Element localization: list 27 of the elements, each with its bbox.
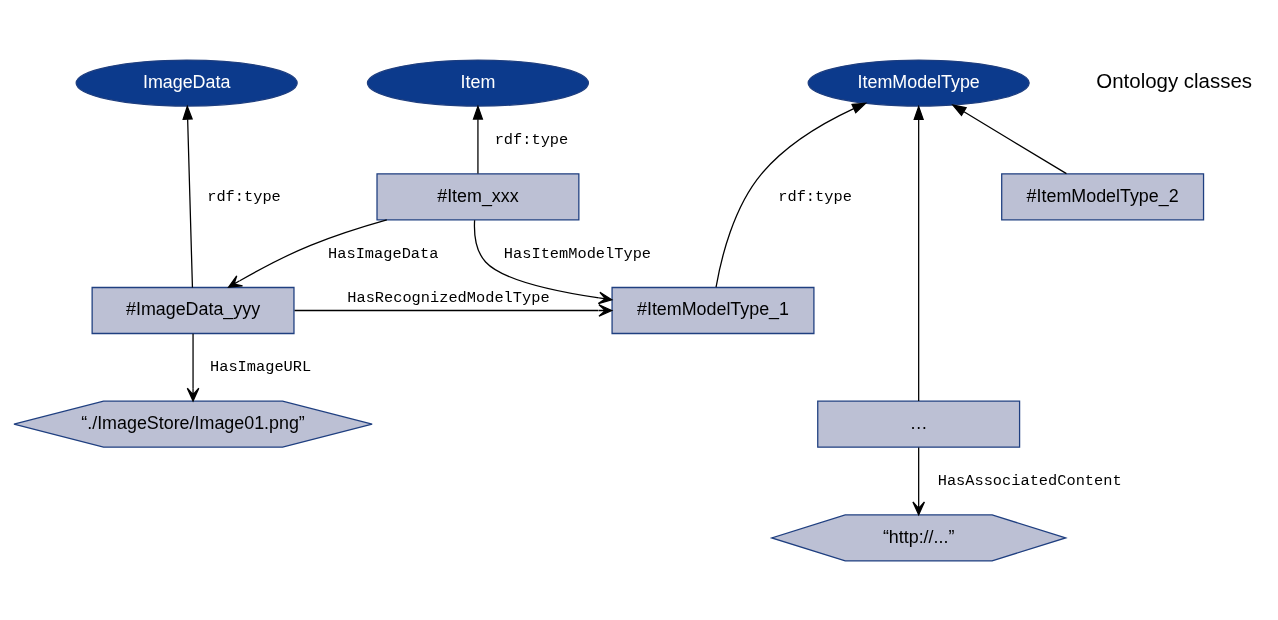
edge-label: rdf:type bbox=[494, 130, 569, 149]
edge-label: HasRecognizedModelType bbox=[347, 288, 550, 307]
arrow bbox=[473, 219, 613, 304]
edge-label: rdf:type bbox=[778, 187, 852, 206]
node-ellipse: Item bbox=[366, 58, 590, 107]
arrow bbox=[186, 332, 200, 402]
node-ellipse: ImageData bbox=[75, 58, 298, 107]
node-box: … bbox=[817, 400, 1021, 448]
label: Ontology classes bbox=[1096, 68, 1252, 92]
node-ellipse: ItemModelType bbox=[807, 58, 1030, 107]
arrow bbox=[182, 103, 194, 288]
edge-label: HasAssociatedContent bbox=[937, 471, 1122, 490]
node-box: #ItemModelType_2 bbox=[1001, 172, 1205, 220]
arrow bbox=[913, 104, 925, 402]
node-box: #ItemModelType_1 bbox=[611, 286, 815, 334]
arrow bbox=[951, 103, 1068, 174]
arrow bbox=[227, 218, 388, 288]
edge-label: rdf:type bbox=[207, 187, 281, 206]
arrow bbox=[912, 446, 926, 515]
arrow bbox=[715, 102, 868, 288]
edge-label: HasImageData bbox=[328, 244, 439, 263]
node-box: #Item_xxx bbox=[376, 172, 580, 220]
edge-label: HasImageURL bbox=[210, 357, 312, 376]
node-box: #ImageData_yyy bbox=[91, 286, 295, 334]
edge-label: HasItemModelType bbox=[503, 244, 652, 263]
arrow bbox=[472, 103, 484, 174]
arrow bbox=[293, 303, 613, 317]
